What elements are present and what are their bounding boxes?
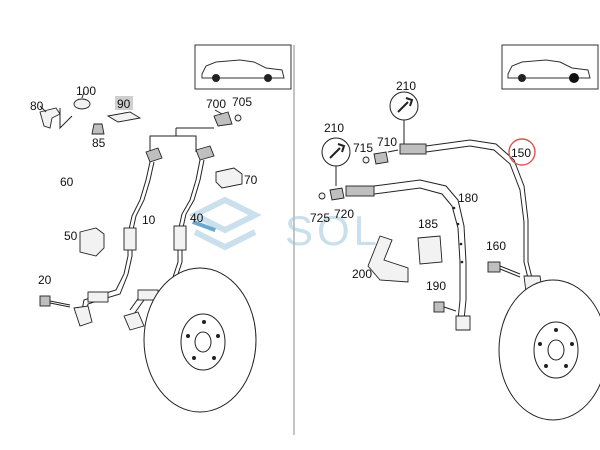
part-20-bolt — [39, 295, 93, 327]
label-90: 90 — [117, 97, 131, 111]
label-185: 185 — [418, 217, 438, 231]
label-720: 720 — [334, 207, 354, 221]
label-725: 725 — [310, 211, 330, 225]
label-710: 710 — [377, 135, 397, 149]
highlight-circle-150 — [508, 138, 536, 166]
part-90-plate — [106, 96, 142, 123]
part-80-bracket — [39, 105, 61, 129]
part-70-clip — [215, 167, 243, 189]
label-40: 40 — [190, 211, 204, 225]
label-80: 80 — [30, 99, 44, 113]
car-thumbnail-right — [501, 44, 599, 90]
label-20: 20 — [38, 273, 52, 287]
label-50: 50 — [64, 229, 78, 243]
label-150: 150 — [511, 146, 531, 160]
label-210-upper: 210 — [396, 79, 416, 93]
part-200-bracket — [367, 235, 409, 283]
label-700: 700 — [206, 97, 226, 111]
label-60: 60 — [60, 175, 74, 189]
label-210-lower: 210 — [324, 121, 344, 135]
part-50-bracket — [79, 227, 105, 257]
label-180: 180 — [458, 191, 478, 205]
brake-disc-left — [123, 267, 257, 413]
part-190-bolt — [433, 301, 457, 313]
label-100: 100 — [76, 84, 96, 98]
brake-disc-right — [498, 279, 600, 421]
label-705: 705 — [232, 95, 252, 109]
label-70: 70 — [244, 173, 258, 187]
label-190: 190 — [426, 279, 446, 293]
part-160-bolt — [487, 261, 521, 278]
wrench-icon-210-upper — [389, 91, 419, 146]
wrench-icon-210-lower — [321, 137, 351, 186]
part-720-connector — [318, 187, 345, 201]
part-150-brake-hose — [399, 139, 543, 293]
leader-bracket — [149, 127, 214, 160]
label-160: 160 — [486, 239, 506, 253]
part-180-brake-hose — [345, 179, 471, 331]
label-10: 10 — [142, 213, 156, 227]
part-700-clip — [213, 109, 242, 127]
part-185-clip — [417, 235, 443, 265]
part-100-clip — [59, 91, 91, 130]
watermark: SOL — [188, 196, 381, 254]
part-85-grommet — [91, 123, 105, 135]
watermark-text: SOL — [285, 207, 381, 254]
part-10-brake-hose — [79, 147, 163, 321]
label-715: 715 — [353, 141, 373, 155]
car-thumbnail-left — [194, 44, 292, 90]
label-85: 85 — [92, 136, 106, 150]
label-200: 200 — [352, 267, 372, 281]
part-710-connector — [362, 149, 399, 165]
